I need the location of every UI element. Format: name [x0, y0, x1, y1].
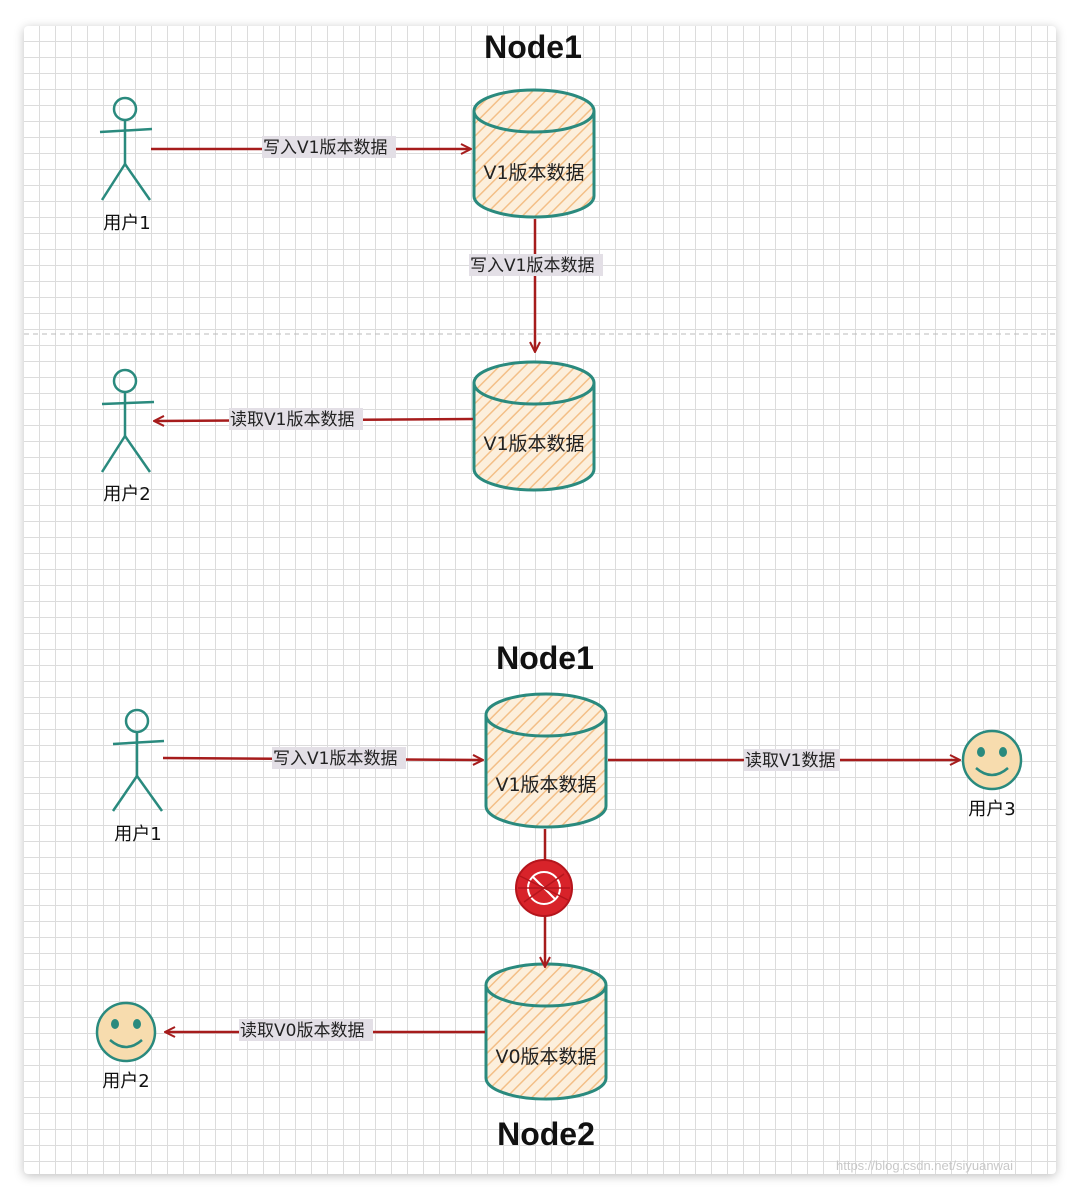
edge-label: 读取V1版本数据: [230, 410, 354, 430]
node1-title: Node1: [496, 640, 594, 676]
edge-read-v0: 读取V0版本数据: [166, 1019, 485, 1041]
edge-label: 写入V1版本数据: [470, 256, 594, 276]
user2-stick-figure-icon[interactable]: [100, 368, 155, 473]
database-replica-v1[interactable]: V1版本数据: [472, 360, 596, 492]
user1-stick-figure-icon[interactable]: [99, 96, 153, 201]
edge-write-v1: 写入V1版本数据: [162, 747, 482, 769]
user1-stick-figure-icon[interactable]: [111, 708, 165, 812]
edge-label: 读取V1数据: [745, 751, 835, 771]
user1-label: 用户1: [114, 824, 161, 845]
database-node1-v1[interactable]: V1版本数据: [484, 692, 608, 829]
edge-write-v1: 写入V1版本数据: [151, 136, 470, 158]
scenario2: Node1 Node2 V1版本数据 V0版本数据 用户1: [95, 640, 1023, 1152]
node1-title: Node1: [484, 29, 582, 65]
edge-label: 写入V1版本数据: [273, 749, 397, 769]
edge-read-v1: 读取V1版本数据: [155, 408, 474, 430]
user2-smiley-icon[interactable]: [95, 1001, 157, 1063]
watermark: https://blog.csdn.net/siyuanwai: [836, 1158, 1013, 1173]
db-label: V0版本数据: [495, 1046, 596, 1068]
diagram-svg: Node1 V1版本数据 V1版本数据 用户1: [24, 29, 1056, 1173]
edge-sync-v1: 写入V1版本数据: [469, 219, 603, 351]
db-label: V1版本数据: [483, 162, 584, 184]
user3-smiley-icon[interactable]: [961, 729, 1023, 791]
database-node2-v0[interactable]: V0版本数据: [484, 962, 608, 1101]
edge-read-v1-user3: 读取V1数据: [608, 749, 959, 771]
edge-label: 读取V0版本数据: [240, 1021, 364, 1041]
user1-label: 用户1: [103, 213, 150, 234]
scenario1: Node1 V1版本数据 V1版本数据 用户1: [99, 29, 603, 505]
user2-label: 用户2: [103, 484, 150, 505]
blocked-icon: [515, 859, 573, 917]
edge-label: 写入V1版本数据: [263, 138, 387, 158]
diagram-canvas: Node1 V1版本数据 V1版本数据 用户1: [24, 26, 1056, 1174]
database-node1-v1[interactable]: V1版本数据: [472, 88, 596, 219]
user2-label: 用户2: [102, 1071, 149, 1092]
db-label: V1版本数据: [495, 774, 596, 796]
user3-label: 用户3: [968, 799, 1015, 820]
node2-title: Node2: [497, 1116, 595, 1152]
db-label: V1版本数据: [483, 433, 584, 455]
